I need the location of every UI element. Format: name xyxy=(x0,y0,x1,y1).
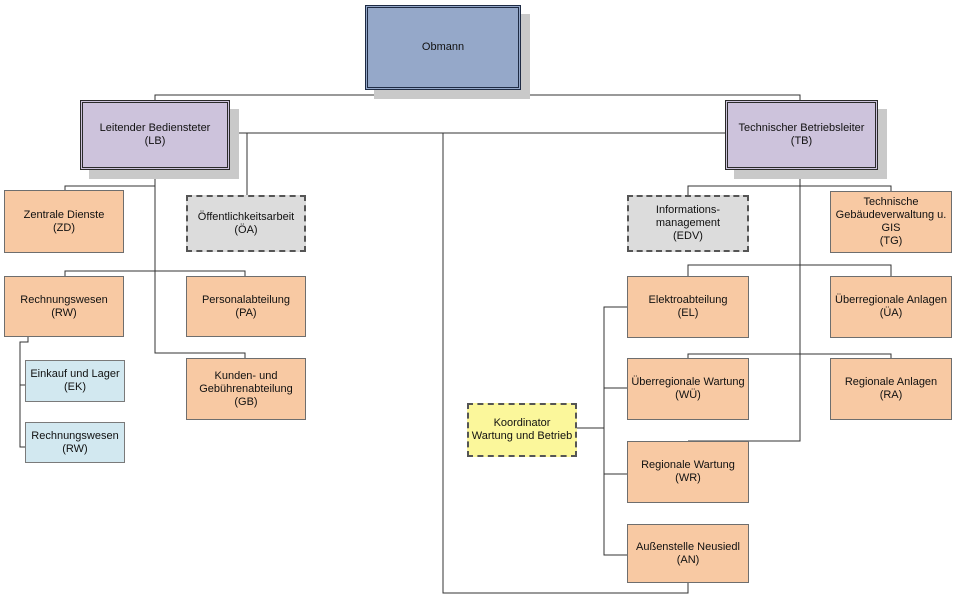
node-ra-code: (RA) xyxy=(879,389,903,401)
connector-obmann-lb xyxy=(154,90,444,100)
node-tb-label: Technischer Betriebsleiter xyxy=(738,122,865,134)
node-rw-label: Rechnungswesen xyxy=(20,293,108,306)
node-ua-code: (ÜA) xyxy=(879,307,903,319)
node-elektroabteilung[interactable]: Elektroabteilung (EL) xyxy=(627,276,749,338)
node-tg-label-1: Technische xyxy=(863,196,919,208)
connector-lb-trunk xyxy=(154,170,246,358)
node-rechnungswesen-sub[interactable]: Rechnungswesen (RW) xyxy=(25,422,125,463)
node-wr-label: Regionale Wartung xyxy=(641,459,735,471)
node-edv-label-1: Informations- xyxy=(655,204,721,216)
node-rw2-code: (RW) xyxy=(62,442,88,455)
node-tg-code: (TG) xyxy=(879,235,903,247)
node-wr-code: (WR) xyxy=(675,472,701,484)
node-informationsmanagement[interactable]: Informations- management (EDV) xyxy=(627,195,749,252)
node-lb-code: (LB) xyxy=(144,135,166,147)
node-ra-label: Regionale Anlagen xyxy=(844,376,938,388)
node-el-code: (EL) xyxy=(677,307,699,319)
connector-tb-tg xyxy=(800,185,892,191)
node-ko-label-2: Wartung und Betrieb xyxy=(471,430,573,442)
node-obmann[interactable]: Obmann xyxy=(365,5,521,90)
node-rechnungswesen[interactable]: Rechnungswesen (RW) xyxy=(4,276,124,337)
node-koordinator[interactable]: Koordinator Wartung und Betrieb xyxy=(467,403,577,457)
node-obmann-label: Obmann xyxy=(421,41,465,53)
node-edv-label-2: management xyxy=(655,217,721,229)
node-an-label: Außenstelle Neusiedl xyxy=(636,540,740,553)
node-ko-label-1: Koordinator xyxy=(493,417,551,429)
node-tb-code: (TB) xyxy=(790,135,813,147)
node-technischer-betriebsleiter[interactable]: Technischer Betriebsleiter (TB) xyxy=(725,100,878,170)
connector-lb-zd xyxy=(64,185,155,190)
node-technische-gebaeudeverwaltung[interactable]: Technische Gebäudeverwaltung u. GIS (TG) xyxy=(830,191,952,253)
connector-coordinator-bracket xyxy=(603,306,627,556)
node-gb-label-1: Kunden- und xyxy=(214,369,278,382)
connector-tb-wu-ra xyxy=(687,353,892,358)
connector-tb-el-ua xyxy=(687,264,892,276)
node-regionale-wartung[interactable]: Regionale Wartung (WR) xyxy=(627,441,749,503)
node-pa-label: Personalabteilung xyxy=(201,293,291,306)
connector-obmann-tb xyxy=(443,94,801,100)
node-ek-label: Einkauf und Lager xyxy=(30,368,120,380)
node-ueberregionale-wartung[interactable]: Überregionale Wartung (WÜ) xyxy=(627,358,749,420)
node-gb-code: (GB) xyxy=(234,395,258,408)
connector-lb-rw xyxy=(64,270,246,276)
node-leitender-bediensteter[interactable]: Leitender Bediensteter (LB) xyxy=(80,100,230,170)
connector-center-an xyxy=(442,133,689,594)
node-gb-label-2: Gebührenabteilung xyxy=(199,382,293,395)
node-tg-label-3: GIS xyxy=(881,222,901,234)
node-edv-code: (EDV) xyxy=(673,230,703,242)
node-wu-code: (WÜ) xyxy=(675,389,701,401)
node-pa-code: (PA) xyxy=(235,306,257,319)
connector-tb-edv xyxy=(687,185,800,195)
node-ueberregionale-anlagen[interactable]: Überregionale Anlagen (ÜA) xyxy=(830,276,952,338)
node-ek-code: (EK) xyxy=(64,381,86,393)
node-regionale-anlagen[interactable]: Regionale Anlagen (RA) xyxy=(830,358,952,420)
node-lb-label: Leitender Bediensteter xyxy=(99,122,211,134)
node-oeffentlichkeitsarbeit[interactable]: Öffentlichkeitsarbeit (ÖA) xyxy=(186,195,306,252)
node-kunden-gebuehrenabteilung[interactable]: Kunden- und Gebührenabteilung (GB) xyxy=(186,358,306,420)
node-zd-code: (ZD) xyxy=(53,221,75,234)
node-an-code: (AN) xyxy=(676,553,700,566)
node-tg-label-2: Gebäudeverwaltung u. xyxy=(835,209,947,221)
node-rw-code: (RW) xyxy=(51,306,77,319)
node-einkauf-und-lager[interactable]: Einkauf und Lager (EK) xyxy=(25,360,125,402)
node-personalabteilung[interactable]: Personalabteilung (PA) xyxy=(186,276,306,337)
node-el-label: Elektroabteilung xyxy=(648,294,728,306)
connector-rw-sub xyxy=(19,337,29,448)
node-oa-label: Öffentlichkeitsarbeit xyxy=(197,210,295,223)
node-rw2-label: Rechnungswesen xyxy=(31,429,119,442)
node-zd-label: Zentrale Dienste xyxy=(23,208,105,221)
node-wu-label: Überregionale Wartung xyxy=(631,376,745,388)
node-ua-label: Überregionale Anlagen xyxy=(835,294,947,306)
node-aussenstelle-neusiedl[interactable]: Außenstelle Neusiedl (AN) xyxy=(627,524,749,583)
node-oa-code: (ÖA) xyxy=(234,223,258,236)
node-zentrale-dienste[interactable]: Zentrale Dienste (ZD) xyxy=(4,190,124,253)
